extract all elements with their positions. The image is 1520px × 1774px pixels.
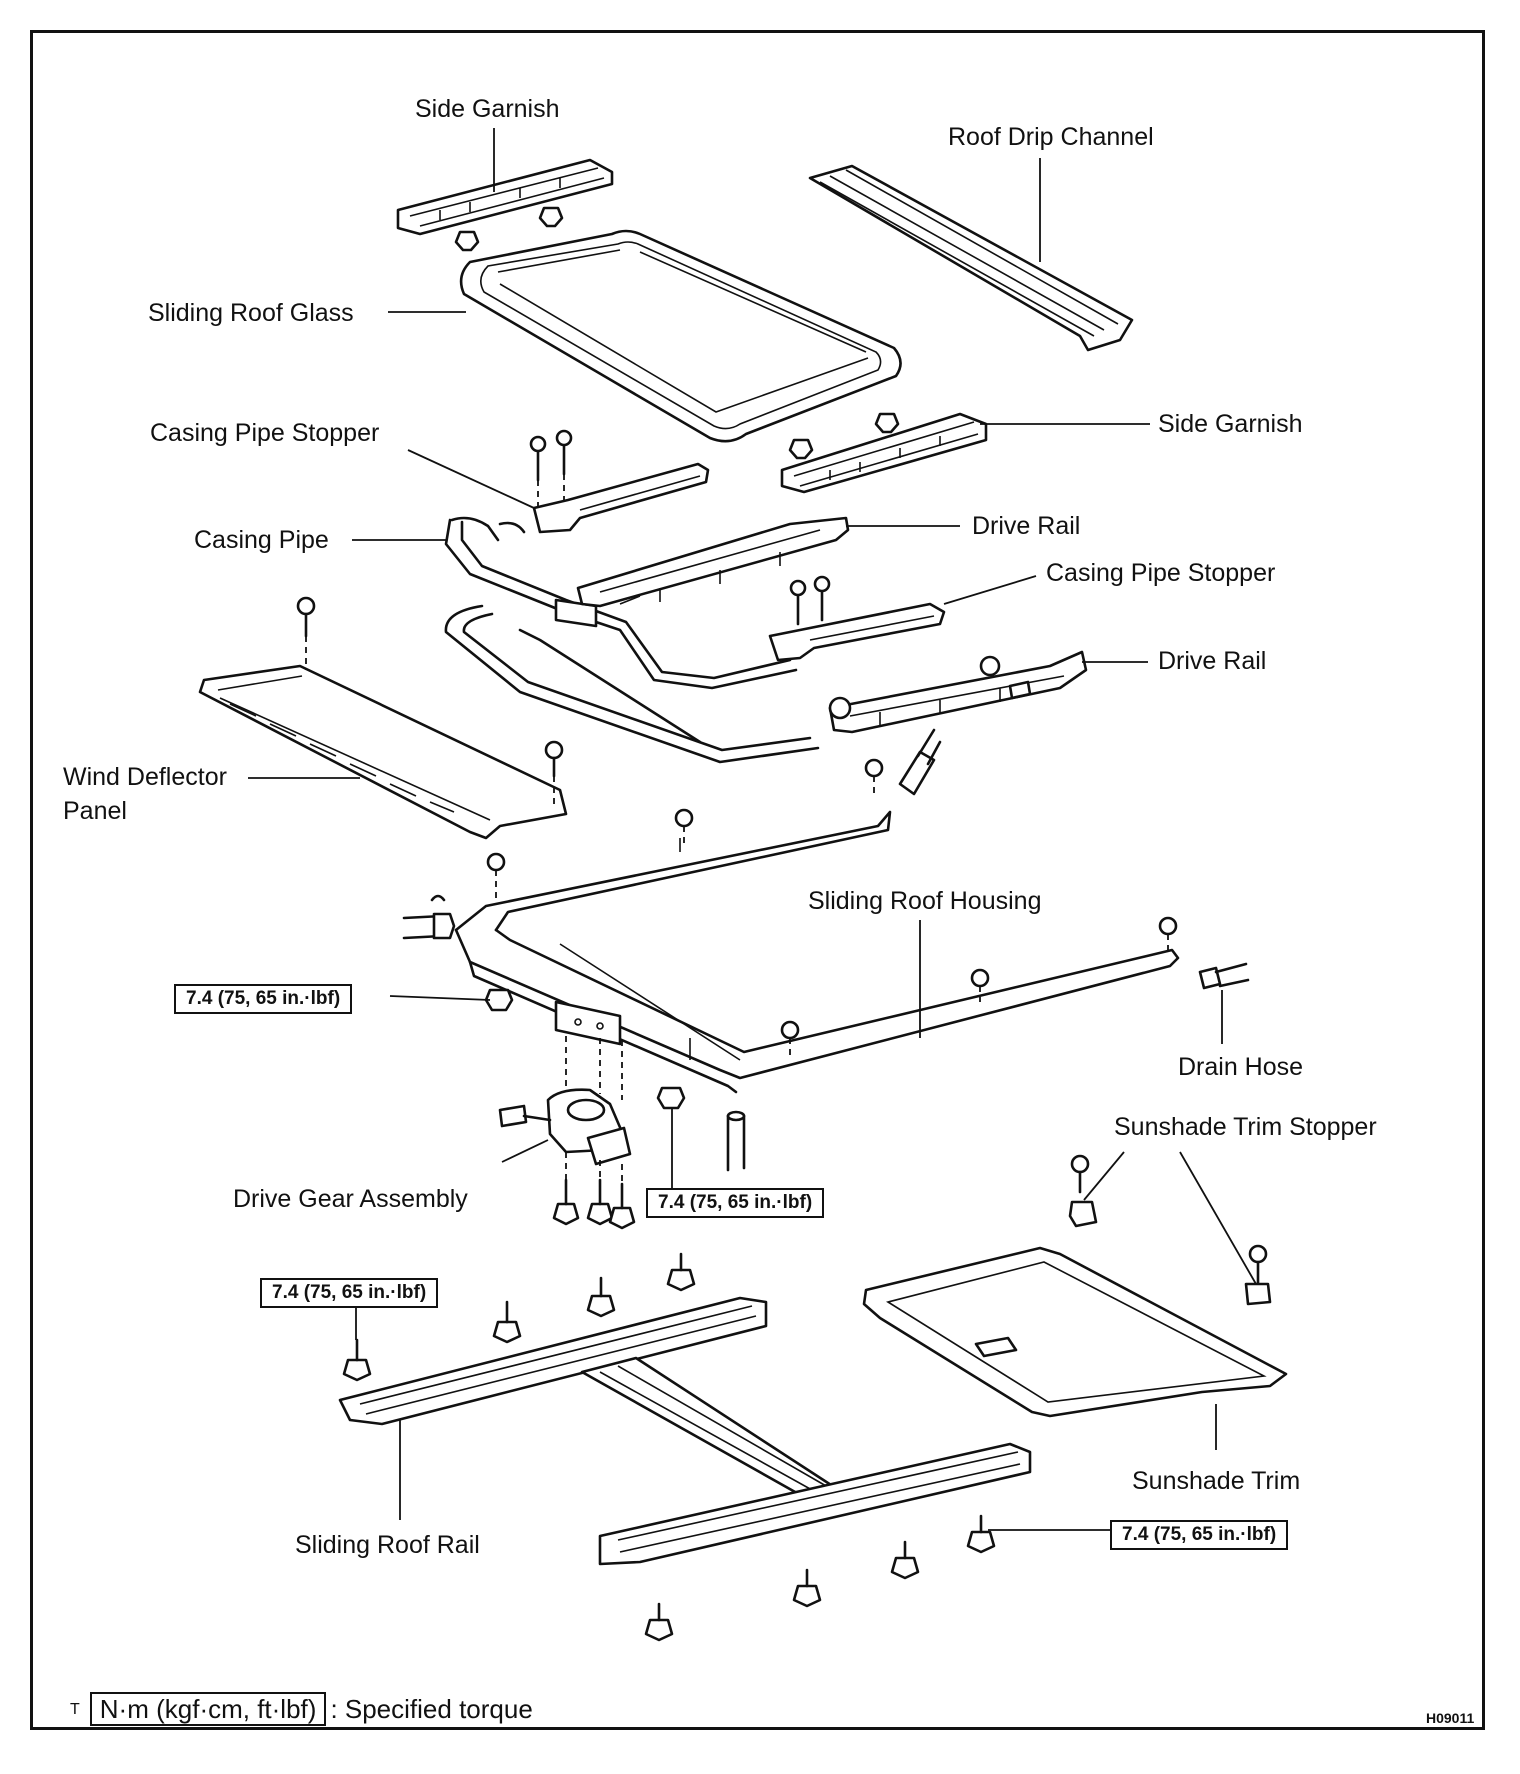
sliding-roof-housing-part [454,810,1180,1094]
sunshade-trim-stopper-part [1068,1154,1272,1306]
wind-deflector-panel-part [198,664,568,840]
diagram-frame [30,30,1485,1730]
label-sliding-roof-rail: Sliding Roof Rail [295,1531,480,1559]
drain-hose-left-stub [402,894,456,940]
legend-unit-box: N·m (kgf·cm, ft·lbf) [89,1692,327,1726]
gear-bolts [552,1178,636,1230]
leader-lines [248,128,1257,1531]
drive-rail-lower-part [828,650,1088,734]
torque-spec-housing-nut: 7.4 (75, 65 in.·lbf) [174,984,353,1014]
screws-casing-stopper-left [529,429,573,506]
label-casing-pipe-stopper-left: Casing Pipe Stopper [150,419,380,447]
legend-description: : Specified torque [330,1694,533,1724]
torque-legend: T N·m (kgf·cm, ft·lbf): Specified torque [70,1692,533,1726]
label-casing-pipe: Casing Pipe [194,526,329,554]
label-roof-drip-channel: Roof Drip Channel [948,123,1154,151]
sunshade-trim-part [862,1246,1288,1418]
rail-bolts [342,1252,996,1642]
label-wind-deflector-panel-line1: Wind Deflector [63,763,227,791]
gear-nut [656,1086,686,1200]
sliding-roof-glass-part [459,229,902,443]
drain-hose-lower-stub [726,1110,746,1172]
label-sliding-roof-housing: Sliding Roof Housing [808,887,1042,915]
legend-prefix: T [70,1701,80,1718]
label-drive-rail-lower: Drive Rail [1158,647,1267,675]
clip-nuts-top [454,206,564,252]
label-drive-gear-assembly: Drive Gear Assembly [233,1185,468,1213]
casing-pipe-stopper-right-part [768,602,946,662]
figure-code: H09011 [1426,1710,1475,1726]
housing-screws [486,758,1178,1056]
side-garnish-right-part [780,412,988,494]
roof-drip-channel-part [808,164,1134,352]
label-drive-rail-upper: Drive Rail [972,512,1081,540]
casing-pipe-stopper-left-part [532,462,710,534]
label-sunshade-trim-stopper: Sunshade Trim Stopper [1114,1113,1377,1141]
drain-hose-upper-stub [898,728,942,796]
label-side-garnish-right: Side Garnish [1158,410,1303,438]
label-wind-deflector-panel-line2: Panel [63,797,127,825]
casing-pipe-part [444,516,820,764]
torque-spec-rail-right: 7.4 (75, 65 in.·lbf) [1110,1520,1289,1550]
drive-rail-upper-part [576,516,850,608]
drive-gear-assembly-part [498,1036,632,1204]
torque-spec-gear-bolts: 7.4 (75, 65 in.·lbf) [646,1188,825,1218]
label-sliding-roof-glass: Sliding Roof Glass [148,299,354,327]
clip-nuts-right [788,412,900,460]
sliding-roof-rail-part [338,1296,1032,1566]
label-drain-hose: Drain Hose [1178,1053,1304,1081]
label-side-garnish-top: Side Garnish [415,95,560,123]
label-sunshade-trim: Sunshade Trim [1132,1467,1301,1495]
side-garnish-top-part [396,158,614,236]
drain-hose-part [1198,962,1250,1044]
torque-spec-rail-left: 7.4 (75, 65 in.·lbf) [260,1278,439,1308]
screws-wind-deflector [296,596,564,804]
screws-casing-stopper-right [789,575,831,626]
label-casing-pipe-stopper-right: Casing Pipe Stopper [1046,559,1276,587]
